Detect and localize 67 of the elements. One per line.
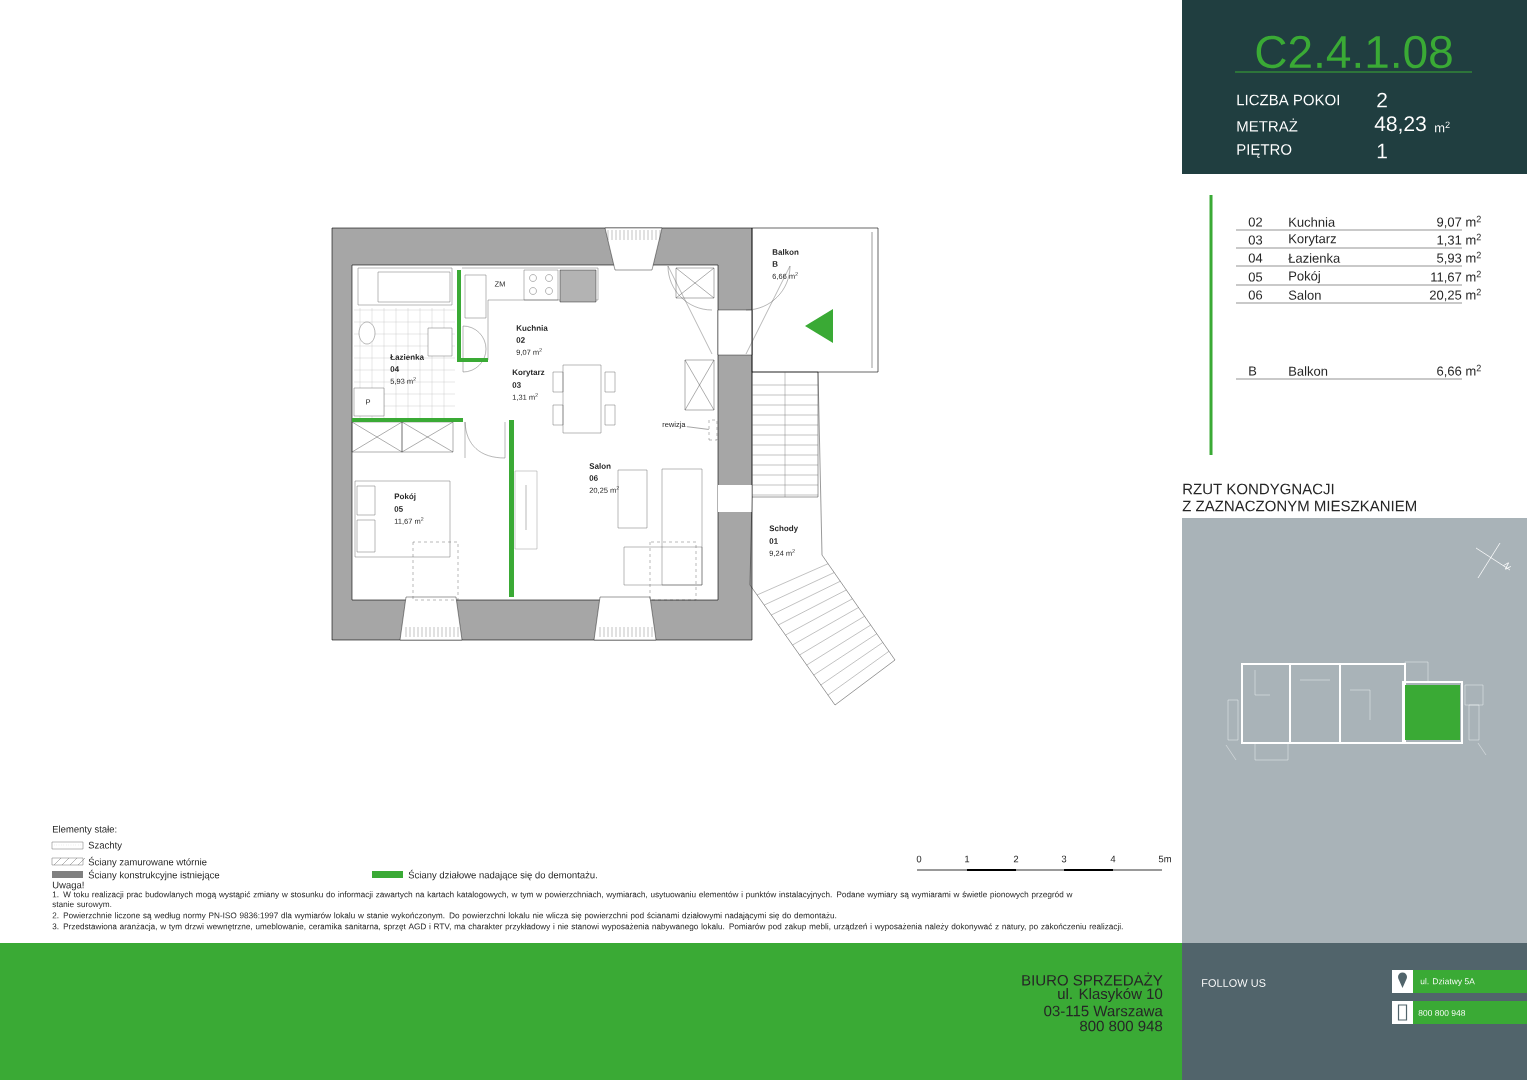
address-line: BIURO SPRZEDAŻY — [1022, 972, 1163, 986]
room-number: 05 — [394, 506, 403, 512]
room-label: Pokój — [394, 493, 416, 501]
address-line: ul. Klasyków 10 — [1058, 987, 1163, 1003]
legend-heading: Elementy stałe: — [53, 825, 117, 835]
room-number: 02 — [516, 337, 525, 343]
field-value: 2 — [1377, 92, 1387, 108]
room-label: Schody — [769, 525, 799, 533]
scale-number: 0 — [916, 855, 922, 863]
room-area: 11,67 m$^{2}$ — [1431, 270, 1481, 284]
address-line: 800 800 948 — [1080, 1020, 1163, 1032]
room-number: 06 — [589, 475, 598, 481]
section-heading: RZUT KONDYGNACJI — [1183, 483, 1334, 495]
note-text: 3. Przedstawiona aranżacja, w tym drzwi wewnętrzne, umeblowanie, ceramika sanitarna, sprzęt AGD i RTV, ma charakter przykładowy i nie stanowi wyposażenia nabywanego lokalu. Pomiarów pod zakup mebli, urządzeń i wyposażenia należy dokonywać z natury, po zakończeniu realizacji. — [52, 923, 1123, 931]
address-line: 03-115 Warszawa — [1044, 1005, 1163, 1017]
room-code: 04 — [1248, 253, 1263, 263]
room-name: Pokój — [1289, 270, 1320, 284]
room-label: Korytarz — [512, 369, 545, 377]
room-label: Łazienka — [390, 354, 425, 360]
room-name: Balkon — [1289, 366, 1328, 376]
room-area: 6,66 m$^{2}$ — [1437, 364, 1481, 378]
north-label: N — [1503, 562, 1511, 570]
room-name: Kuchnia — [1289, 217, 1336, 227]
legend-text: Ściany konstrukcyjne istniejące — [88, 869, 220, 881]
contact-bar: ul. Dziatwy 5A — [1413, 970, 1527, 993]
scale-number: 2 — [1013, 855, 1019, 863]
room-code: 06 — [1248, 290, 1263, 300]
room-area: 9,07 m$^{2}$ — [1437, 215, 1481, 229]
scale-number: 3 — [1061, 855, 1067, 863]
contact-bar: 800 800 948 — [1413, 1001, 1527, 1024]
room-area: 20,25 m$^{2}$ — [1429, 288, 1481, 302]
unit-text: m$^{2}$ — [1435, 121, 1450, 133]
room-number: 01 — [769, 538, 778, 544]
note-heading: Uwaga! — [52, 881, 84, 891]
apartment-number: C2.4.1.08 — [1256, 35, 1452, 69]
section-heading: Z ZAZNACZONYM MIESZKANIEM — [1182, 500, 1416, 512]
legend-text: Szachty — [88, 841, 122, 851]
room-code: 02 — [1248, 217, 1262, 227]
room-name: Łazienka — [1288, 253, 1341, 263]
room-number: 04 — [390, 366, 400, 372]
room-code: 03 — [1248, 235, 1263, 245]
follow-heading: FOLLOW US — [1202, 979, 1266, 987]
legend-text: Ściany działowe nadające się do demontażu. — [408, 869, 597, 881]
room-label: Balkon — [772, 249, 799, 255]
room-name: Korytarz — [1289, 234, 1336, 246]
field-label: LICZBA POKOI — [1237, 94, 1339, 106]
field-value: 1 — [1377, 143, 1387, 159]
leader-line — [686, 426, 710, 430]
room-code: 05 — [1248, 272, 1263, 282]
room-number: 03 — [512, 382, 521, 388]
room-label: Kuchnia — [516, 325, 548, 331]
field-label: METRAŻ — [1237, 118, 1298, 132]
room-code: B — [1249, 366, 1257, 376]
note-text: 1. W toku realizacji prac budowlanych mogą wystąpić zmiany w stosunku do informacji zawartych na kartach katalogowych, w tym w powierzchniach, wymiarach, usytuowaniu elementów i punktów instalacyjnych. Podane wymiary są wymiarami w świetle pionowych przegród w stanie surowym. — [52, 891, 1073, 909]
hatch-door — [708, 419, 718, 441]
room-area: 1,31 m$^{2}$ — [1437, 233, 1481, 247]
field-value: 48,23 — [1374, 116, 1426, 134]
room-area: 5,93 m$^{2}$ — [1437, 251, 1481, 265]
legend-text: Ściany zamurowane wtórnie — [88, 856, 207, 868]
scale-number: 4 — [1110, 855, 1116, 863]
field-label: PIĘTRO — [1237, 144, 1292, 158]
scale-number: 1 — [965, 855, 970, 863]
room-name: Salon — [1288, 290, 1321, 300]
scale-number: 5m — [1158, 855, 1171, 863]
room-number: B — [772, 261, 778, 267]
room-label: Salon — [589, 463, 611, 469]
note-text: 2. Powierzchnie liczone są według normy PN-ISO 9836:1997 dla wymiarów lokalu w stanie wykończonym. Do powierzchni lokalu nie wlicza się powierzchni pod ścianami działowymi nadającymi się do demontażu. — [52, 912, 837, 920]
